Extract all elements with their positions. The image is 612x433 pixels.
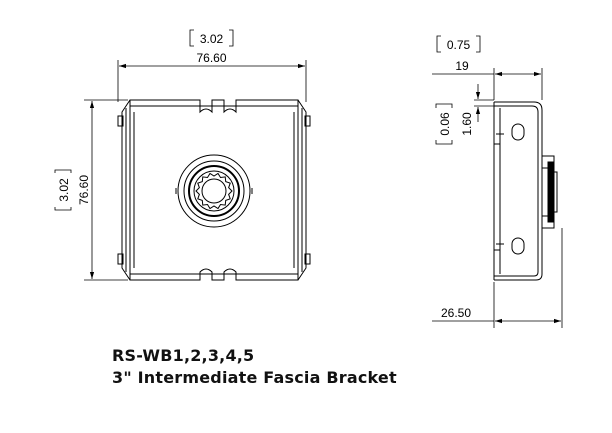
hub-profile-collar (541, 167, 549, 217)
side-thickness-mm: 1.60 (460, 112, 474, 136)
product-description: 3" Intermediate Fascia Bracket (112, 368, 397, 387)
front-height-in: 3.02 (57, 178, 71, 202)
lower-slot (511, 237, 525, 255)
hub-ring-2 (183, 160, 245, 222)
front-width-mm: 76.60 (196, 51, 226, 65)
right-flange (297, 99, 307, 281)
bracket-plate-outline (129, 99, 299, 281)
side-thickness-dimension (435, 84, 494, 145)
side-overall-depth-mm: 26.50 (441, 306, 471, 320)
side-overall-depth-dimension (432, 228, 563, 328)
side-plate (494, 101, 543, 281)
side-depth-in: 0.75 (447, 38, 471, 52)
side-view (493, 101, 558, 281)
side-depth-dimension (432, 35, 543, 100)
side-thickness-in: 0.06 (438, 112, 452, 136)
right-tab-top (304, 115, 311, 127)
side-depth-mm: 19 (455, 59, 469, 73)
right-tab-bottom (304, 253, 311, 265)
front-width-dimension (117, 29, 307, 102)
left-flange (121, 99, 131, 281)
left-tab-bottom (117, 253, 124, 265)
hub-ring-3 (188, 165, 240, 217)
hub-profile-core (547, 161, 555, 223)
side-depth-bracket (436, 35, 481, 53)
left-tab-top (117, 115, 124, 127)
hub-profile-edge (553, 171, 558, 213)
hub-inner-ring (201, 178, 227, 204)
front-height-mm: 76.60 (77, 175, 91, 205)
side-thickness-bracket (435, 103, 453, 145)
hub-outer-ring (177, 154, 251, 228)
front-height-dimension (54, 99, 128, 281)
side-plate-inner (494, 105, 539, 277)
front-view (117, 99, 311, 281)
hub-ring-4 (193, 170, 235, 212)
model-number: RS-WB1,2,3,4,5 (112, 346, 255, 365)
front-width-bracket (189, 29, 234, 47)
front-width-in: 3.02 (200, 32, 224, 46)
front-height-bracket (54, 169, 72, 211)
upper-slot (511, 123, 525, 141)
hub-spline (195, 172, 233, 210)
